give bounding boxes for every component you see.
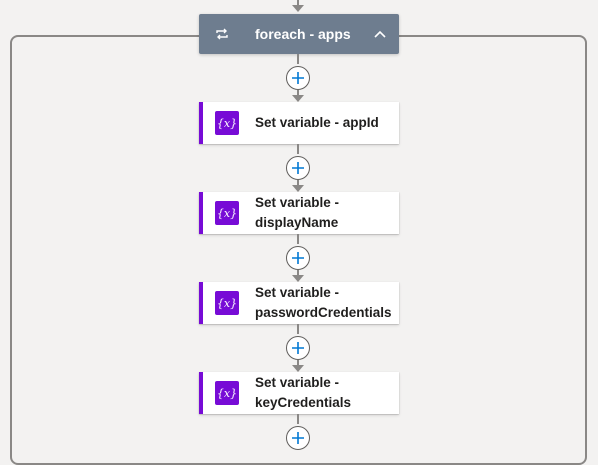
action-card-set-variable-passwordcredentials[interactable]: {x} Set variable - passwordCredentials bbox=[199, 282, 399, 324]
foreach-loop-header[interactable]: foreach - apps bbox=[199, 14, 399, 54]
chevron-up-icon[interactable] bbox=[371, 25, 389, 43]
plus-icon bbox=[292, 342, 304, 354]
loop-title: foreach - apps bbox=[255, 26, 351, 42]
add-action-button[interactable] bbox=[286, 156, 310, 180]
variable-icon: {x} bbox=[215, 291, 239, 315]
connector-line bbox=[297, 270, 299, 276]
connector-line bbox=[297, 234, 299, 244]
plus-icon bbox=[292, 432, 304, 444]
connector-arrow bbox=[292, 185, 304, 192]
action-title: Set variable - passwordCredentials bbox=[255, 285, 392, 320]
plus-icon bbox=[292, 72, 304, 84]
action-card-set-variable-displayname[interactable]: {x} Set variable - displayName bbox=[199, 192, 399, 234]
action-title: Set variable - appId bbox=[255, 115, 379, 130]
connector-line bbox=[297, 360, 299, 366]
variable-icon: {x} bbox=[215, 111, 239, 135]
add-action-button[interactable] bbox=[286, 66, 310, 90]
add-action-button[interactable] bbox=[286, 336, 310, 360]
plus-icon bbox=[292, 162, 304, 174]
action-title: Set variable - keyCredentials bbox=[255, 375, 352, 410]
connector-line bbox=[297, 54, 299, 64]
connector-arrow bbox=[292, 275, 304, 282]
action-card-set-variable-appid[interactable]: {x} Set variable - appId bbox=[199, 102, 399, 144]
add-action-button[interactable] bbox=[286, 426, 310, 450]
action-title: Set variable - displayName bbox=[255, 195, 340, 230]
action-card-set-variable-keycredentials[interactable]: {x} Set variable - keyCredentials bbox=[199, 372, 399, 414]
flow-canvas: foreach - apps {x} Set variable - appId … bbox=[10, 0, 587, 465]
variable-icon: {x} bbox=[215, 201, 239, 225]
add-action-button[interactable] bbox=[286, 246, 310, 270]
connector-line bbox=[297, 180, 299, 186]
variable-icon: {x} bbox=[215, 381, 239, 405]
connector-line bbox=[297, 144, 299, 154]
plus-icon bbox=[292, 252, 304, 264]
loop-icon bbox=[213, 25, 231, 43]
connector-line bbox=[297, 324, 299, 334]
connector-arrow bbox=[292, 5, 304, 12]
connector-line bbox=[297, 90, 299, 96]
connector-arrow bbox=[292, 95, 304, 102]
connector-arrow bbox=[292, 365, 304, 372]
connector-line bbox=[297, 414, 299, 424]
connector-line bbox=[297, 0, 299, 6]
